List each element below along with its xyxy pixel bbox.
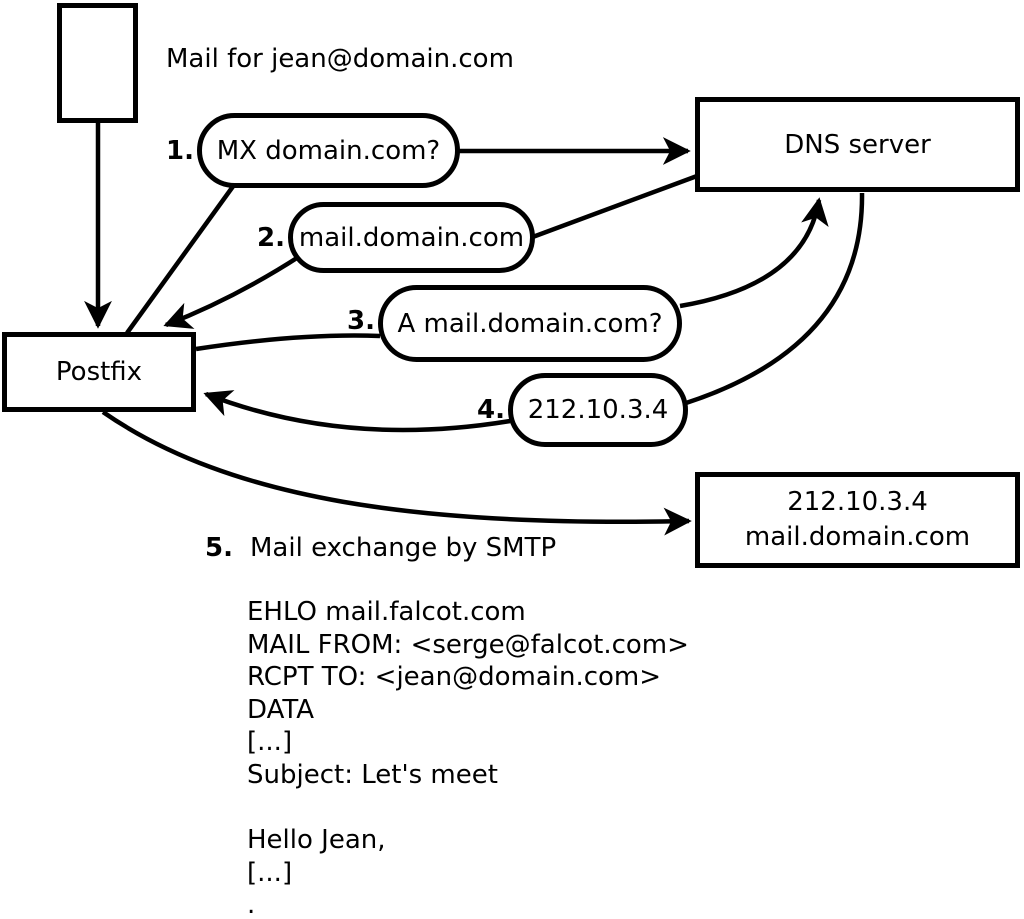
smtp-session-line: EHLO mail.falcot.com [247,597,526,627]
smtp-session-line: [...] [247,727,293,758]
arrow-step2-to-postfix [163,254,302,329]
line-dns-to-step4 [685,192,865,406]
step-2-label: mail.domain.com [298,222,525,253]
line-postfix-to-step3 [195,333,381,352]
smtp-session-line [247,792,689,825]
mail-server-node: 212.10.3.4 mail.domain.com [695,472,1020,568]
step-4-label: 212.10.3.4 [527,395,669,425]
step-3-bubble: A mail.domain.com? [378,285,682,362]
smtp-session-transcript: EHLO mail.falcot.com MAIL FROM: <serge@f… [247,596,689,919]
mail-envelope-icon [57,3,138,123]
mail-server-ip: 212.10.3.4 [787,487,928,517]
smtp-session-line: Subject: Let's meet [247,759,498,790]
mail-for-label: Mail for jean@domain.com [166,44,514,74]
smtp-session-line: Hello Jean, [247,825,386,856]
step-1-bubble: MX domain.com? [197,113,460,188]
postfix-label: Postfix [55,357,143,387]
step-5-number: 5. [205,533,233,563]
step-2-bubble: mail.domain.com [288,202,535,273]
line-dns-to-step2 [529,173,698,241]
smtp-session-line: . [247,890,256,919]
step-5-label: Mail exchange by SMTP [250,533,557,563]
step-3-label: A mail.domain.com? [397,308,663,339]
arrow-step4-to-postfix [203,390,511,433]
smtp-session-line: DATA [247,694,314,725]
smtp-session-line: MAIL FROM: <serge@falcot.com> [247,629,689,660]
smtp-session-line: RCPT TO: <jean@domain.com> [247,662,662,693]
arrow-postfix-to-mail-server [101,410,692,536]
arrow-step3-to-dns [679,197,829,309]
step-1-number: 1. [166,136,194,166]
dns-server-label: DNS server [784,129,931,160]
step-1-label: MX domain.com? [216,135,441,166]
mail-server-hostname: mail.domain.com [744,522,971,552]
line-postfix-to-step1 [125,183,236,335]
step-4-number: 4. [477,395,505,425]
step-2-number: 2. [257,223,285,253]
step-4-bubble: 212.10.3.4 [508,373,688,447]
postfix-node: Postfix [2,332,196,412]
step-3-number: 3. [347,306,375,336]
dns-server-node: DNS server [695,97,1020,192]
smtp-session-line: [...] [247,857,293,888]
